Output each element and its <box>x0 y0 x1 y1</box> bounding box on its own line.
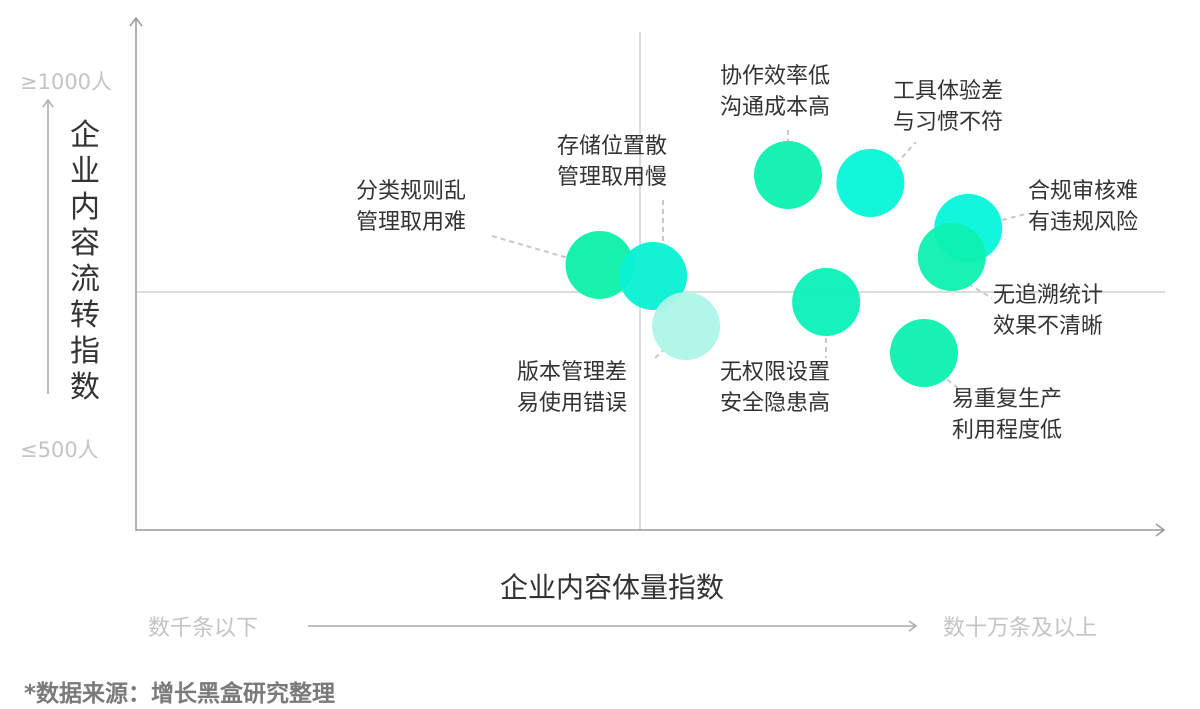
point-label-line: 易重复生产 <box>952 387 1063 412</box>
point-label-line: 安全隐患高 <box>720 391 831 416</box>
point-label: 合规审核难有违规风险 <box>1028 176 1138 238</box>
point-label-line: 管理取用难 <box>356 210 467 235</box>
leader-line <box>654 345 669 359</box>
point-label: 版本管理差易使用错误 <box>517 357 627 419</box>
point-label: 易重复生产利用程度低 <box>952 384 1062 446</box>
bubble-point <box>652 292 721 360</box>
point-label: 无权限设置安全隐患高 <box>720 357 830 419</box>
bubble-point <box>917 223 986 291</box>
x-axis-label: 企业内容体量指数 <box>500 571 725 604</box>
bubble-point <box>836 149 905 217</box>
y-tick-low: ≤500人 <box>20 438 99 462</box>
x-axis-arrow <box>1155 523 1166 537</box>
point-label-line: 沟通成本高 <box>720 95 831 120</box>
point-label-line: 易使用错误 <box>517 391 628 416</box>
point-label-line: 合规审核难 <box>1028 179 1139 204</box>
point-label-line: 存储位置散 <box>557 134 668 159</box>
point-label: 存储位置散管理取用慢 <box>557 131 667 193</box>
point-label: 无追溯统计效果不清晰 <box>993 280 1103 342</box>
bubble-point <box>792 268 861 336</box>
point-label-line: 分类规则乱 <box>356 179 467 204</box>
point-label-line: 无追溯统计 <box>993 283 1104 308</box>
point-label-line: 有违规风险 <box>1028 210 1139 235</box>
leader-line <box>895 141 917 165</box>
bubbles <box>565 141 1003 387</box>
x-range-arrow-head <box>908 620 918 632</box>
y-axis-label: 企业内容流转指数 <box>70 118 100 405</box>
point-label-line: 管理取用慢 <box>557 165 668 190</box>
y-axis-arrow <box>129 16 143 27</box>
point-label: 协作效率低沟通成本高 <box>720 61 830 123</box>
point-label-line: 版本管理差 <box>517 360 628 385</box>
leader-lines <box>491 130 1027 389</box>
y-label-arrow-head <box>42 98 54 108</box>
point-label-line: 利用程度低 <box>952 418 1063 443</box>
point-label-line: 与习惯不符 <box>893 110 1004 135</box>
x-range-high: 数十万条及以上 <box>943 616 1098 641</box>
bubble-point <box>565 231 634 299</box>
leader-line <box>967 283 993 299</box>
data-source-footnote: *数据来源：增长黑盒研究整理 <box>24 681 336 707</box>
leader-line <box>1001 213 1027 221</box>
bubble-point <box>619 242 688 310</box>
point-label-line: 效果不清晰 <box>993 314 1104 339</box>
x-range-low: 数千条以下 <box>148 616 259 641</box>
leader-line <box>491 235 569 259</box>
point-label-line: 无权限设置 <box>720 360 831 385</box>
axes <box>42 16 1166 632</box>
point-label: 工具体验差与习惯不符 <box>893 76 1003 138</box>
bubble-point <box>889 319 958 387</box>
point-label-line: 协作效率低 <box>720 64 831 89</box>
point-label: 分类规则乱管理取用难 <box>356 176 466 238</box>
y-tick-high: ≥1000人 <box>20 70 113 94</box>
point-label-line: 工具体验差 <box>893 79 1004 104</box>
bubble-point <box>754 141 823 209</box>
